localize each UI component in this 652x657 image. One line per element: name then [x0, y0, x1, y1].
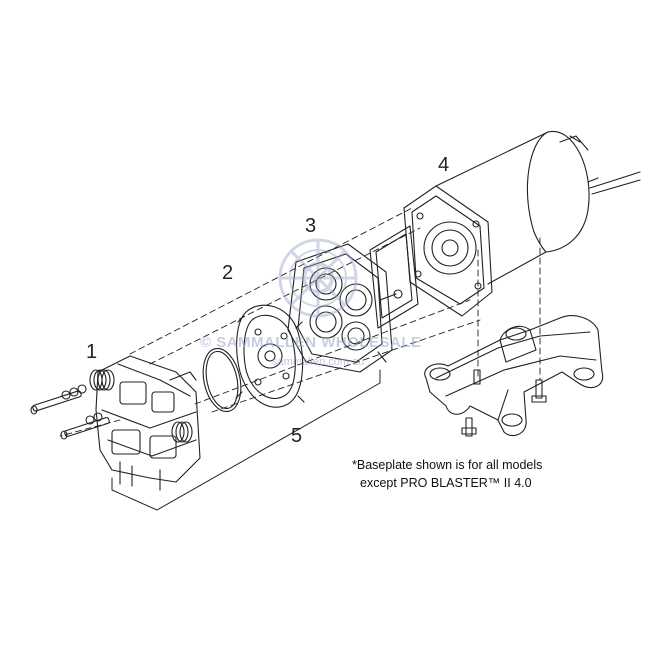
note-line-2: except PRO BLASTER™ II 4.0 [360, 476, 532, 490]
callout-1: 1 [86, 341, 98, 363]
watermark-seal [278, 238, 358, 318]
dashed-leader-lines [59, 207, 541, 437]
o-ring [202, 347, 242, 413]
assembly-bracket-5 [111, 369, 381, 511]
baseplate [424, 315, 604, 437]
callout-3: 3 [305, 215, 317, 237]
watermark-url: sammallen.com.au [272, 356, 365, 368]
watermark-text: © SAMMALLEN WHOLESALE [200, 334, 422, 351]
drive-assembly-part-3 [287, 243, 403, 373]
motor-part-4 [369, 131, 641, 329]
baseplate-screws [461, 369, 547, 437]
callout-2: 2 [222, 262, 234, 284]
callout-4: 4 [438, 154, 450, 176]
pump-head-part-1 [30, 355, 201, 491]
baseplate-note: *Baseplate shown is for all models excep… [352, 456, 542, 492]
note-line-1: *Baseplate shown is for all models [352, 458, 543, 472]
diaphragm-plate-part-2 [235, 304, 305, 408]
screw-lower [60, 412, 110, 440]
screw-upper [30, 384, 87, 415]
callout-5: 5 [291, 425, 303, 447]
